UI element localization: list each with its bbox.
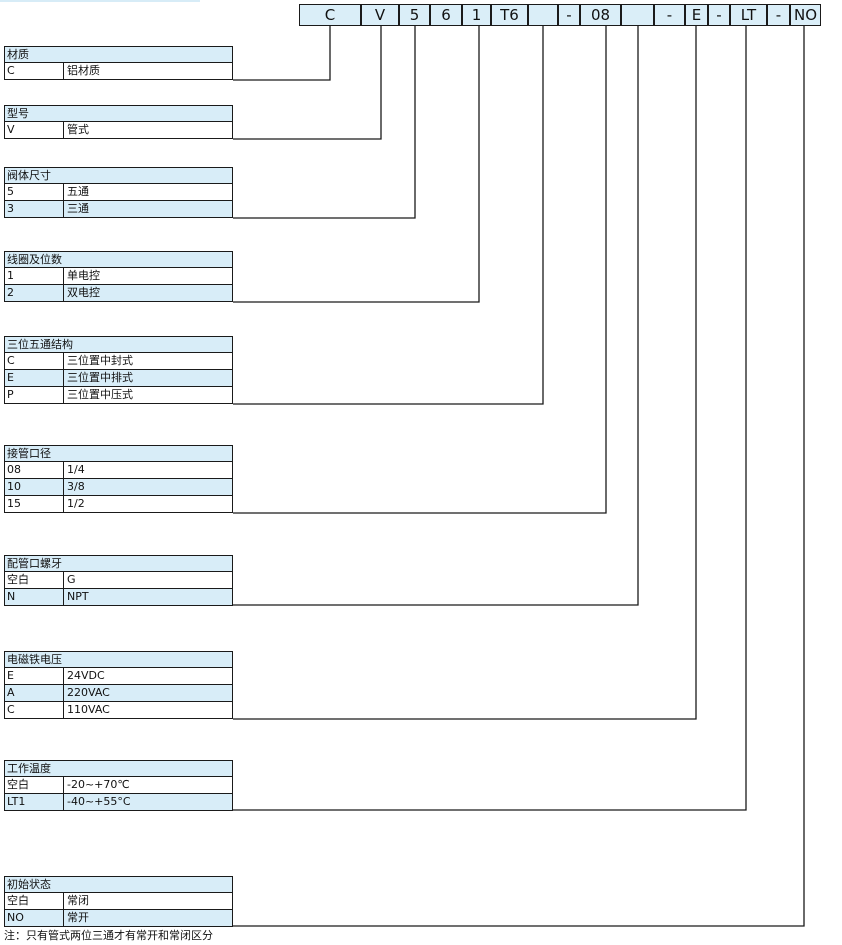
- table-title: 电磁铁电压: [4, 651, 233, 668]
- table-title: 材质: [4, 46, 233, 63]
- table-title: 线圈及位数: [4, 251, 233, 268]
- code-cell-t6: T6: [491, 4, 528, 26]
- table-temperature: 工作温度 空白 -20~+70℃ LT1 -40~+55°C: [4, 760, 233, 811]
- option-desc: 常开: [63, 910, 89, 926]
- table-initial-state: 初始状态 空白 常闭 NO 常开: [4, 876, 233, 927]
- option-code: 5: [7, 185, 14, 198]
- table-thread: 配管口螺牙 空白 G N NPT: [4, 555, 233, 606]
- option-desc: 220VAC: [63, 685, 110, 701]
- option-desc: G: [63, 572, 76, 588]
- connector-structure: [233, 26, 544, 405]
- option-code: A: [7, 686, 15, 699]
- code-separator: -: [708, 4, 730, 26]
- code-cell-body-size: 5: [399, 4, 430, 26]
- option-code: LT1: [7, 795, 26, 808]
- table-material: 材质 C 铝材质: [4, 46, 233, 80]
- option-desc: -40~+55°C: [63, 794, 131, 810]
- option-desc: 单电控: [63, 268, 100, 284]
- option-code: 空白: [7, 778, 29, 791]
- table-coil: 线圈及位数 1 单电控 2 双电控: [4, 251, 233, 302]
- option-desc: 110VAC: [63, 702, 110, 718]
- connector-coil: [233, 26, 480, 303]
- code-cell-port-size: 08: [580, 4, 621, 26]
- table-title: 阀体尺寸: [4, 167, 233, 184]
- connector-voltage: [233, 26, 697, 720]
- table-title: 三位五通结构: [4, 336, 233, 353]
- option-desc: 三位置中封式: [63, 353, 133, 369]
- connector-initial-state: [233, 26, 805, 927]
- option-desc: 常闭: [63, 893, 89, 909]
- option-code: V: [7, 123, 15, 136]
- option-code: C: [7, 354, 15, 367]
- option-code: NO: [7, 911, 24, 924]
- code-cell-type: V: [361, 4, 399, 26]
- option-code: 空白: [7, 894, 29, 907]
- table-title: 工作温度: [4, 760, 233, 777]
- option-desc: 管式: [63, 122, 89, 138]
- table-voltage: 电磁铁电压 E 24VDC A 220VAC C 110VAC: [4, 651, 233, 719]
- option-code: C: [7, 703, 15, 716]
- table-title: 接管口径: [4, 445, 233, 462]
- code-separator: -: [654, 4, 685, 26]
- option-desc: 24VDC: [63, 668, 105, 684]
- connector-type: [233, 26, 382, 140]
- table-title: 配管口螺牙: [4, 555, 233, 572]
- code-cell-thread: [621, 4, 654, 26]
- table-title: 型号: [4, 105, 233, 122]
- code-cell-structure: [528, 4, 558, 26]
- table-body-size: 阀体尺寸 5 五通 3 三通: [4, 167, 233, 218]
- option-code: E: [7, 371, 14, 384]
- option-desc: 1/4: [63, 462, 85, 478]
- option-code: 空白: [7, 573, 29, 586]
- option-desc: 三位置中压式: [63, 387, 133, 403]
- option-desc: 铝材质: [63, 63, 100, 79]
- table-type: 型号 V 管式: [4, 105, 233, 139]
- code-separator: -: [558, 4, 580, 26]
- model-code-row: C V 5 6 1 T6 - 08 - E - LT - NO: [0, 0, 842, 30]
- option-desc: 3/8: [63, 479, 85, 495]
- code-cell-temperature: LT: [730, 4, 767, 26]
- option-code: C: [7, 64, 15, 77]
- option-desc: 1/2: [63, 496, 85, 512]
- option-code: 15: [7, 497, 21, 510]
- option-desc: -20~+70℃: [63, 777, 130, 793]
- table-port-size: 接管口径 08 1/4 10 3/8 15 1/2: [4, 445, 233, 513]
- connector-body-size: [233, 26, 416, 219]
- option-code: 10: [7, 480, 21, 493]
- option-code: 1: [7, 269, 14, 282]
- connector-port-size: [233, 26, 607, 514]
- option-code: E: [7, 669, 14, 682]
- option-desc: 五通: [63, 184, 89, 200]
- connector-thread: [233, 26, 639, 606]
- option-code: 2: [7, 286, 14, 299]
- option-code: N: [7, 590, 16, 603]
- top-accent-line: [0, 0, 200, 2]
- code-cell-positions: 1: [462, 4, 491, 26]
- table-structure: 三位五通结构 C 三位置中封式 E 三位置中排式 P 三位置中压式: [4, 336, 233, 404]
- option-code: P: [7, 388, 14, 401]
- code-cell-initial-state: NO: [790, 4, 821, 26]
- code-separator: -: [767, 4, 790, 26]
- code-cell-voltage: E: [685, 4, 708, 26]
- footnote: 注：只有管式两位三通才有常开和常闭区分: [4, 929, 213, 942]
- option-code: 08: [7, 463, 21, 476]
- code-cell-coil: 6: [430, 4, 462, 26]
- connector-material: [233, 26, 331, 81]
- option-desc: 三位置中排式: [63, 370, 133, 386]
- option-code: 3: [7, 202, 14, 215]
- option-desc: NPT: [63, 589, 89, 605]
- option-desc: 三通: [63, 201, 89, 217]
- code-cell-material: C: [299, 4, 361, 26]
- option-desc: 双电控: [63, 285, 100, 301]
- table-title: 初始状态: [4, 876, 233, 893]
- connector-temperature: [233, 26, 747, 811]
